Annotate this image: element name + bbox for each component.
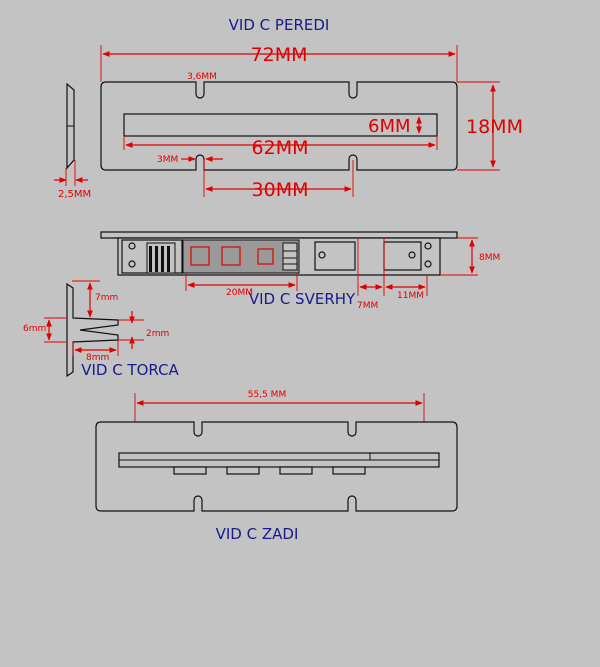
- back-tab-1: [173, 466, 207, 475]
- front-length-label: 72MM: [251, 44, 308, 66]
- top-view-title: VID C SVERHY: [249, 290, 356, 308]
- pcb-connector: [282, 242, 298, 271]
- screw-3: [318, 251, 326, 259]
- back-view-title: VID C ZADI: [216, 525, 299, 543]
- top-height-label: 8MM: [479, 253, 500, 263]
- side-view-title: VID C TORCA: [81, 361, 179, 379]
- gap-label: 7MM: [357, 301, 378, 311]
- side-profile: [66, 282, 119, 378]
- screw-6: [424, 260, 432, 268]
- front-view: VID C PEREDI 72MM 3,6MM 6MM 62MM 3MM 30M…: [54, 16, 523, 201]
- front-slot: [123, 113, 438, 137]
- chip-1: [190, 246, 210, 266]
- connector-label: 11MM: [397, 291, 424, 301]
- top-view: 8MM 20MM 7MM 11MM VID C SVERHY: [100, 231, 500, 311]
- screw-1: [128, 242, 136, 250]
- back-span-label: 55,5 MM: [248, 390, 286, 400]
- screw-5: [424, 242, 432, 250]
- board-length-label: 20MM: [226, 288, 253, 298]
- chip-3: [257, 248, 274, 265]
- side-top-label: 7mm: [95, 293, 118, 303]
- screw-2: [128, 260, 136, 268]
- notch-bottom-label: 3MM: [157, 155, 178, 165]
- side-view: 7mm 6mm 2mm 8mm VID C TORCA: [23, 280, 180, 379]
- heatsink: [146, 242, 176, 274]
- slot-length-label: 62MM: [252, 137, 309, 159]
- thickness-label: 2,5MM: [58, 189, 91, 200]
- pcb-board: [182, 239, 300, 274]
- spacing-label: 30MM: [252, 179, 309, 201]
- chip-2: [221, 246, 241, 266]
- back-tab-4: [332, 466, 366, 475]
- slot-height-label: 6MM: [368, 116, 411, 137]
- height-label: 18MM: [466, 116, 523, 138]
- side-gap-label: 2mm: [146, 329, 169, 339]
- notch-top-label: 3,6MM: [187, 72, 217, 82]
- side-depth-label: 8mm: [86, 353, 109, 363]
- back-tab-2: [226, 466, 260, 475]
- screw-4: [408, 251, 416, 259]
- top-flange: [100, 231, 458, 239]
- back-tab-3: [279, 466, 313, 475]
- front-view-title: VID C PEREDI: [229, 16, 330, 34]
- back-view: 55,5 MM VID C ZADI: [95, 390, 458, 543]
- side-width-label: 6mm: [23, 324, 46, 334]
